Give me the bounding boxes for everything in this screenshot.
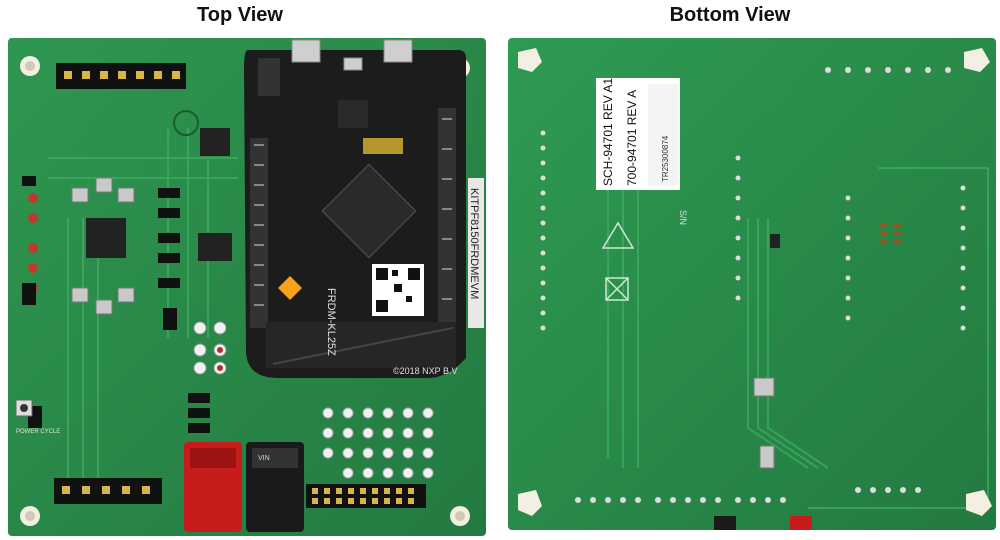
standoffs [518, 48, 992, 516]
mcu-chip [321, 163, 417, 259]
label-line-1: SCH-94701 REV A1 [601, 78, 615, 186]
power-cycle-label: POWER CYCLE [16, 429, 60, 435]
pmic-chip [86, 218, 126, 258]
label-line-2: 700-94701 REV A [625, 90, 639, 186]
nxp-copyright: ©2018 NXP B.V [393, 366, 458, 376]
ic-chip-1 [200, 128, 230, 156]
bottom-view-title: Bottom View [669, 4, 791, 26]
ic-chip-2 [198, 233, 232, 261]
red-post-bottom [790, 516, 812, 530]
pcb-bottom [508, 38, 996, 530]
frdm-label: FRDM-KL25Z [325, 288, 337, 356]
top-view-board: FRDM-KL25Z ©2018 NXP B.V KITPF8150FRDMEV… [8, 38, 486, 536]
black-post-bottom [714, 516, 736, 530]
test-points-grid [322, 407, 434, 479]
bottom-view-board: SCH-94701 REV A1 700-94701 REV A TR25300… [508, 38, 996, 530]
nxp-logo [278, 276, 302, 300]
side-label: KITPF8150FRDMEVM [468, 188, 480, 299]
pin-header-bottom [306, 484, 426, 508]
esd-warning-symbol [601, 221, 635, 249]
serial-number: TR25300874 [661, 135, 670, 182]
vin-label: VIN [258, 455, 270, 462]
top-view-title: Top View [197, 4, 283, 26]
side-label-bg [468, 178, 484, 328]
sn-label: S/N [678, 210, 688, 225]
weee-symbol [605, 277, 629, 301]
